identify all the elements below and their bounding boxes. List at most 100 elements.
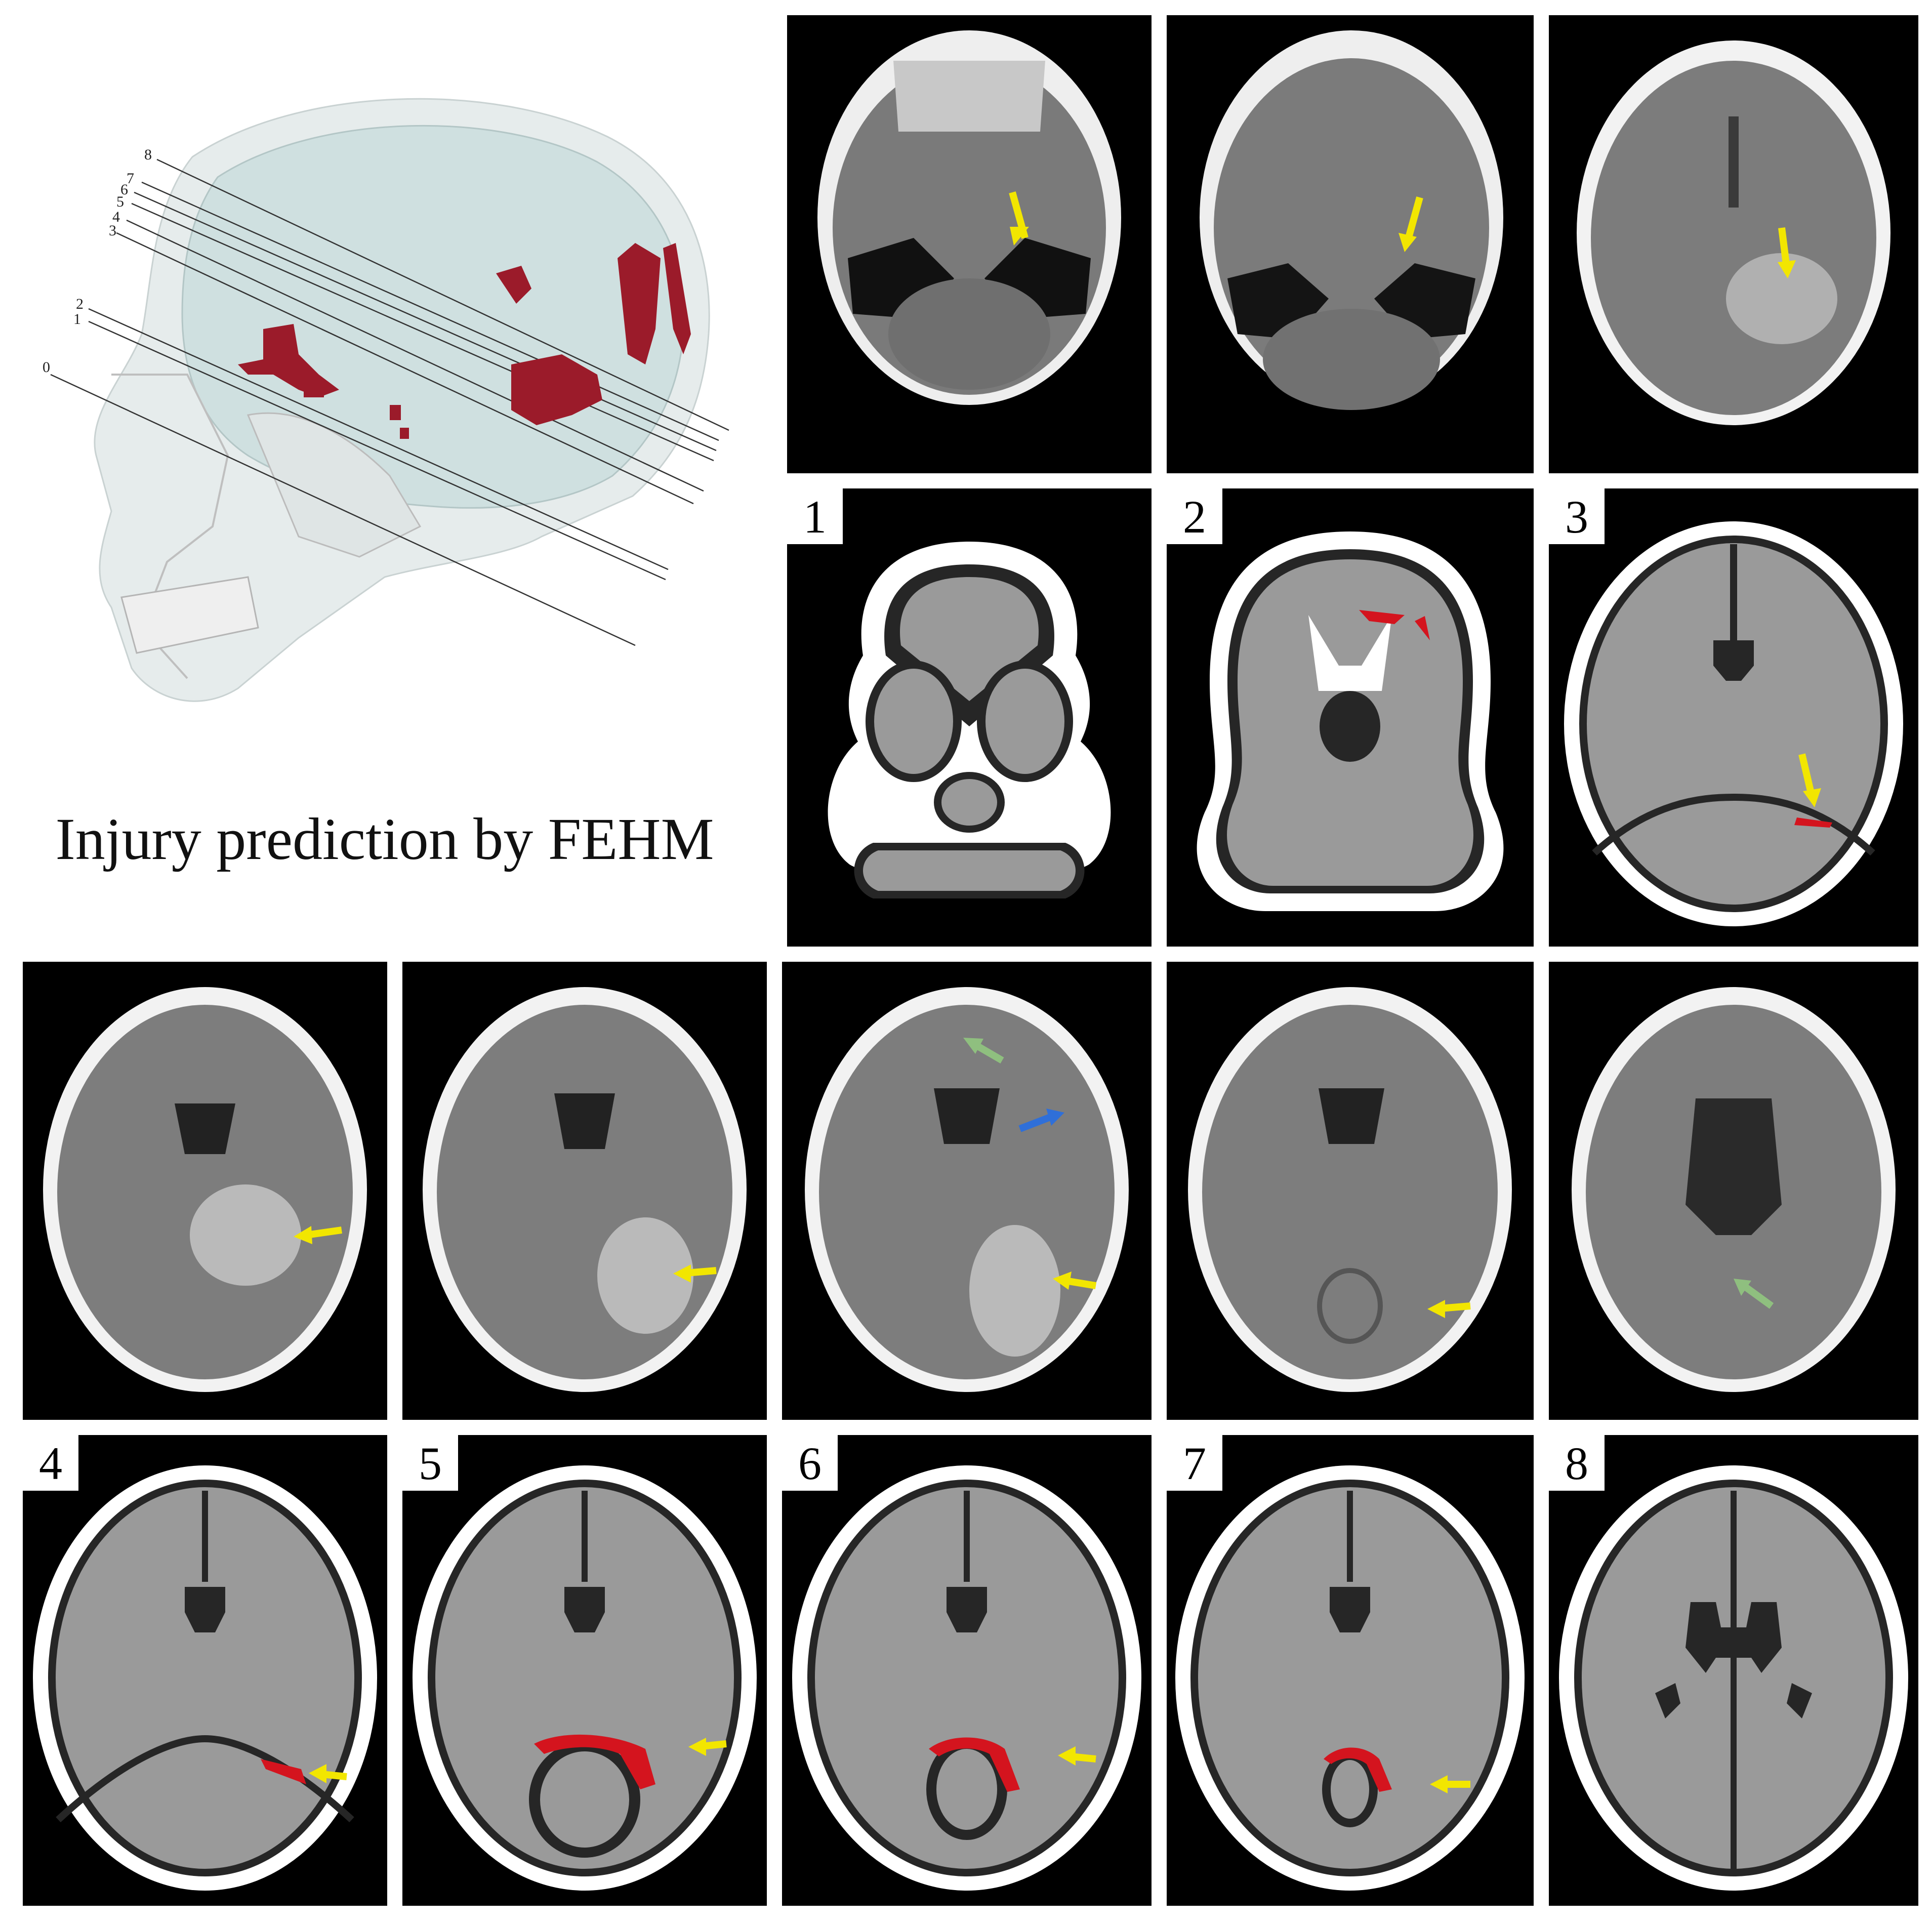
ct-scan-image: [1577, 40, 1890, 425]
arrow-yellow-head: [294, 1226, 312, 1244]
injury-region-fragment: [390, 405, 401, 420]
hemorrhage-bright: [597, 1217, 693, 1334]
model-slice-image: [792, 1465, 1141, 1891]
model-slice-image: [33, 1465, 377, 1891]
slice-line-7: [141, 181, 719, 441]
ct-scan-image: [43, 987, 367, 1392]
slice-label-3: 3: [109, 222, 116, 239]
midline: [1729, 116, 1739, 208]
falx: [1731, 1491, 1737, 1875]
model-panel-7: 7: [1167, 1435, 1534, 1906]
ventricle: [564, 1587, 605, 1632]
ct-panel-top-1: [787, 15, 1152, 473]
brain-tissue: [437, 1005, 732, 1379]
frontal-sinus: [893, 61, 1045, 132]
figure-title: Injury prediction by FEHM: [55, 806, 714, 872]
brain-tissue: [435, 1487, 734, 1869]
brain-tissue: [57, 1005, 353, 1379]
slice-number-label: 1: [787, 488, 843, 544]
predicted-hemorrhage: [1324, 1747, 1392, 1792]
model-panel-3: 3: [1549, 488, 1918, 947]
injury-region-frontal: [238, 324, 339, 397]
model-panel-4: 4: [23, 1435, 387, 1906]
model-slice-image: [1559, 1465, 1908, 1891]
arrow-blue-head: [1046, 1109, 1064, 1126]
ct-panel-top-2: [1167, 15, 1534, 473]
falx: [1347, 1491, 1353, 1582]
slice-label-2: 2: [76, 296, 84, 312]
ct-scan-image: [1200, 30, 1503, 410]
model-panel-8: 8: [1549, 1435, 1918, 1906]
arrow-green: [1741, 1283, 1774, 1309]
hemorrhage-bright: [969, 1225, 1060, 1357]
brain-surface: [181, 125, 685, 509]
predicted-hemorrhage: [534, 1734, 655, 1789]
cerebellum: [863, 850, 1076, 891]
arrow-yellow-head: [1010, 227, 1029, 245]
model-slice-image: [1564, 521, 1903, 926]
predicted-hemorrhage: [1415, 616, 1430, 640]
slice-line-2: [88, 308, 669, 570]
arrow-yellow-head: [1427, 1300, 1445, 1318]
arrow-yellow-head: [1778, 260, 1796, 278]
injury-region-occipital: [511, 354, 602, 425]
arrow-green-head: [1734, 1279, 1751, 1296]
predicted-hemorrhage: [261, 1759, 306, 1784]
csf-layer: [1320, 691, 1380, 762]
injury-region-fragment: [496, 266, 531, 304]
arrow-yellow: [1064, 1277, 1097, 1289]
falx: [1730, 544, 1737, 645]
slice-number-label: 4: [23, 1435, 78, 1491]
ct-panel-bottom-2: [402, 962, 767, 1420]
ventricle: [1686, 1098, 1782, 1235]
model-slice-image: [1197, 531, 1504, 911]
injury-region-fragment: [304, 385, 324, 397]
slice-number-label: 6: [782, 1435, 838, 1491]
ct-scan-image: [1188, 987, 1512, 1392]
slice-line-6: [134, 191, 717, 452]
brain-tissue: [1202, 1005, 1498, 1379]
arrow-green-head: [963, 1038, 983, 1054]
slice-line-4: [126, 219, 704, 492]
arrow-yellow-head: [1399, 233, 1417, 252]
ct-scan-image: [805, 987, 1129, 1392]
ventricle: [1713, 640, 1754, 681]
model-panel-6: 6: [782, 1435, 1152, 1906]
slice-label-6: 6: [120, 181, 128, 198]
slice-label-5: 5: [116, 193, 124, 210]
arrow-yellow-head: [673, 1264, 691, 1283]
hemorrhage-bright: [190, 1184, 301, 1286]
slice-number-label: 3: [1549, 488, 1605, 544]
slice-number-label: 7: [1167, 1435, 1222, 1491]
ct-scan-image: [817, 30, 1121, 405]
slice-label-7: 7: [127, 170, 134, 187]
model-slice-image: [828, 542, 1111, 898]
brain-tissue: [1591, 61, 1876, 415]
model-panel-2: 2: [1167, 488, 1534, 947]
model-slice-image: [413, 1465, 757, 1891]
slice-line-1: [88, 320, 666, 581]
teeth-outline: [120, 576, 259, 654]
arrow-yellow: [306, 1226, 342, 1239]
tentorium: [1592, 793, 1875, 856]
slice-number-label: 2: [1167, 488, 1222, 544]
slice-label-0: 0: [43, 359, 50, 376]
arrow-blue: [1018, 1113, 1054, 1132]
ventricle: [1330, 1587, 1370, 1632]
cerebellum-section: [540, 1751, 629, 1848]
skull-base-outline: [246, 412, 422, 558]
hemorrhage-bright: [1726, 253, 1837, 344]
ventricle: [175, 1103, 235, 1154]
ventricle-horn: [1655, 1683, 1680, 1718]
arrow-yellow-head: [688, 1738, 706, 1756]
injury-region-parietal-1: [618, 243, 661, 364]
slice-label-8: 8: [144, 146, 152, 163]
skull-model-svg: 0 1 2 3 4 5 6 7 8: [43, 98, 729, 702]
ventricle: [1319, 1088, 1384, 1144]
ventricle: [185, 1587, 225, 1632]
temporal-lobe-right: [985, 669, 1064, 774]
arrow-yellow-head: [1430, 1775, 1448, 1793]
ct-panel-bottom-3: [782, 962, 1152, 1420]
skull-base-bone: [1308, 615, 1392, 691]
arrow-yellow-head: [309, 1764, 326, 1783]
